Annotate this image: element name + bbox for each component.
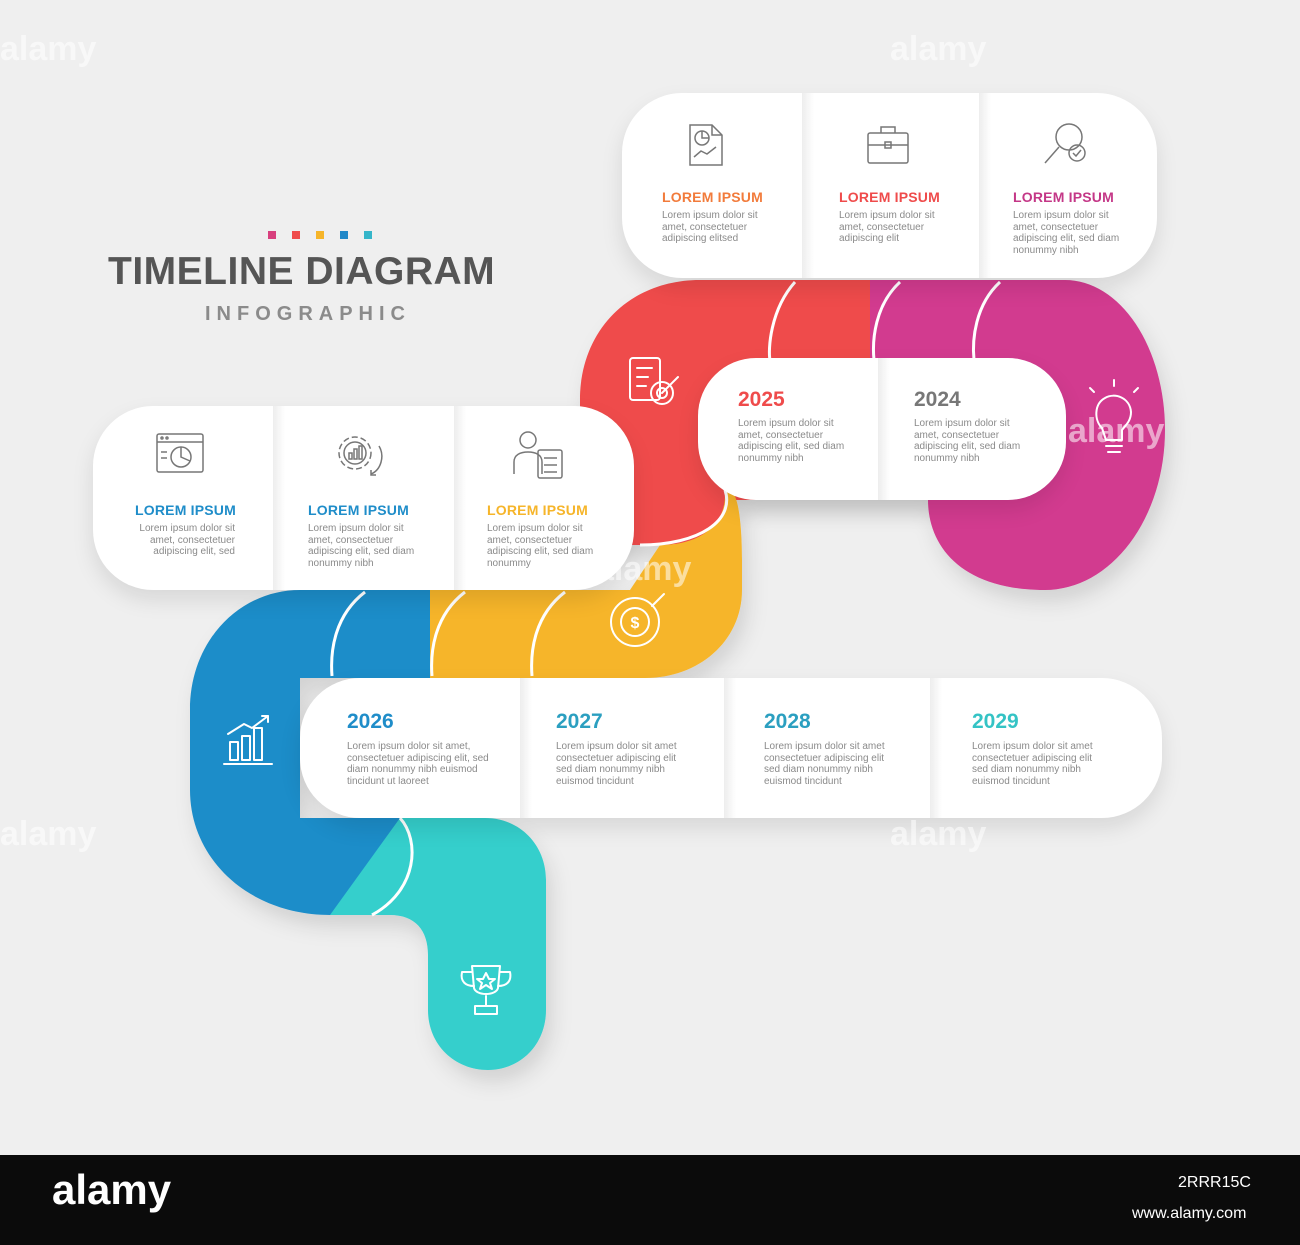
footer-site[interactable]: www.alamy.com <box>1132 1205 1247 1222</box>
year-text: Lorem ipsum dolor sit amet consectetuer … <box>764 741 885 787</box>
left-card-heading: LOREM IPSUM <box>487 502 588 518</box>
top-card-heading: LOREM IPSUM <box>1013 189 1114 205</box>
left-card-heading: LOREM IPSUM <box>135 502 236 518</box>
year-label: 2026 <box>347 710 394 733</box>
footer-brand: alamy <box>52 1166 172 1213</box>
ribbon-segment-yellow <box>430 491 742 678</box>
left-card-heading: LOREM IPSUM <box>308 502 409 518</box>
growth-chart-icon <box>223 715 273 765</box>
left-card-item: LOREM IPSUM Lorem ipsum dolor sit amet, … <box>273 406 454 590</box>
mid-card: 2025 Lorem ipsum dolor sit amet, consect… <box>698 358 1066 500</box>
checklist-target-icon <box>629 357 679 405</box>
top-card-item: LOREM IPSUM Lorem ipsum dolor sit amet, … <box>622 93 802 278</box>
watermark: alamy <box>890 815 987 853</box>
left-card-text: Lorem ipsum dolor sit amet, consectetuer… <box>139 523 235 557</box>
mid-card-item: 2025 Lorem ipsum dolor sit amet, consect… <box>698 358 878 500</box>
ribbon-segment-blue <box>190 590 430 915</box>
watermark: alamy <box>890 30 987 68</box>
left-card-text: Lorem ipsum dolor sit amet, consectetuer… <box>308 523 415 569</box>
year-label: 2025 <box>738 388 785 411</box>
footer-bar <box>0 1155 1300 1245</box>
page-title: TIMELINE DIAGRAM <box>108 250 496 293</box>
footer-image-code: 2RRR15C <box>1178 1174 1251 1191</box>
left-card-text: Lorem ipsum dolor sit amet, consectetuer… <box>487 523 594 569</box>
header-dot <box>316 231 324 239</box>
year-text: Lorem ipsum dolor sit amet, consectetuer… <box>347 741 489 787</box>
year-label: 2027 <box>556 710 603 733</box>
top-card-text: Lorem ipsum dolor sit amet, consectetuer… <box>839 210 935 244</box>
header-dot <box>292 231 300 239</box>
top-card-heading: LOREM IPSUM <box>662 189 763 205</box>
top-card-text: Lorem ipsum dolor sit amet, consectetuer… <box>662 210 758 244</box>
year-text: Lorem ipsum dolor sit amet, consectetuer… <box>738 418 845 464</box>
watermark: alamy <box>1068 412 1165 450</box>
gear-chart-icon <box>338 436 383 476</box>
magnifier-check-icon <box>1044 123 1086 164</box>
bottom-card-item: 2026 Lorem ipsum dolor sit amet, consect… <box>300 678 520 818</box>
bottom-card-item: 2029 Lorem ipsum dolor sit amet consecte… <box>930 678 1162 818</box>
report-icon <box>689 124 723 166</box>
svg-text:$: $ <box>631 615 640 632</box>
year-label: 2028 <box>764 710 811 733</box>
header-dot <box>268 231 276 239</box>
year-text: Lorem ipsum dolor sit amet consectetuer … <box>556 741 677 787</box>
ribbon-arc <box>330 590 366 677</box>
infographic-canvas: $ TIMELINE DIAGRAM <box>0 30 1165 1070</box>
header-dot <box>364 231 372 239</box>
year-label: 2029 <box>972 710 1019 733</box>
top-card-text: Lorem ipsum dolor sit amet, consectetuer… <box>1013 210 1120 256</box>
watermark: alamy <box>0 30 97 68</box>
left-card-item: LOREM IPSUM Lorem ipsum dolor sit amet, … <box>93 406 273 590</box>
bottom-card-item: 2027 Lorem ipsum dolor sit amet consecte… <box>520 678 724 818</box>
lightbulb-icon <box>1089 379 1139 453</box>
watermark: alamy <box>0 815 97 853</box>
browser-chart-icon <box>156 433 204 473</box>
ribbon-arc <box>530 590 566 677</box>
year-text: Lorem ipsum dolor sit amet, consectetuer… <box>914 418 1021 464</box>
person-checklist-icon <box>513 431 563 479</box>
ribbon-arc <box>639 489 729 547</box>
top-card-heading: LOREM IPSUM <box>839 189 940 205</box>
trophy-icon <box>460 965 512 1015</box>
ribbon-arc <box>872 280 902 361</box>
top-card-item: LOREM IPSUM Lorem ipsum dolor sit amet, … <box>802 93 979 278</box>
ribbon-arc <box>767 281 797 361</box>
page-subtitle: INFOGRAPHIC <box>205 303 411 325</box>
briefcase-icon <box>867 126 909 164</box>
bottom-card: 2026 Lorem ipsum dolor sit amet, consect… <box>300 678 1162 818</box>
header-dot <box>340 231 348 239</box>
top-card: LOREM IPSUM Lorem ipsum dolor sit amet, … <box>622 93 1157 278</box>
mid-card-item: 2024 Lorem ipsum dolor sit amet, consect… <box>878 358 1066 500</box>
watermark: alamy <box>595 550 692 588</box>
ribbon-arc <box>430 590 466 677</box>
ribbon-arc <box>972 280 1002 361</box>
left-card: LOREM IPSUM Lorem ipsum dolor sit amet, … <box>93 406 634 590</box>
year-text: Lorem ipsum dolor sit amet consectetuer … <box>972 741 1093 787</box>
top-card-item: LOREM IPSUM Lorem ipsum dolor sit amet, … <box>979 93 1157 278</box>
ribbon-arc <box>371 816 414 917</box>
bottom-card-item: 2028 Lorem ipsum dolor sit amet consecte… <box>724 678 930 818</box>
left-card-item: LOREM IPSUM Lorem ipsum dolor sit amet, … <box>454 406 634 590</box>
dollar-coin-icon: $ <box>610 593 665 647</box>
year-label: 2024 <box>914 388 961 411</box>
